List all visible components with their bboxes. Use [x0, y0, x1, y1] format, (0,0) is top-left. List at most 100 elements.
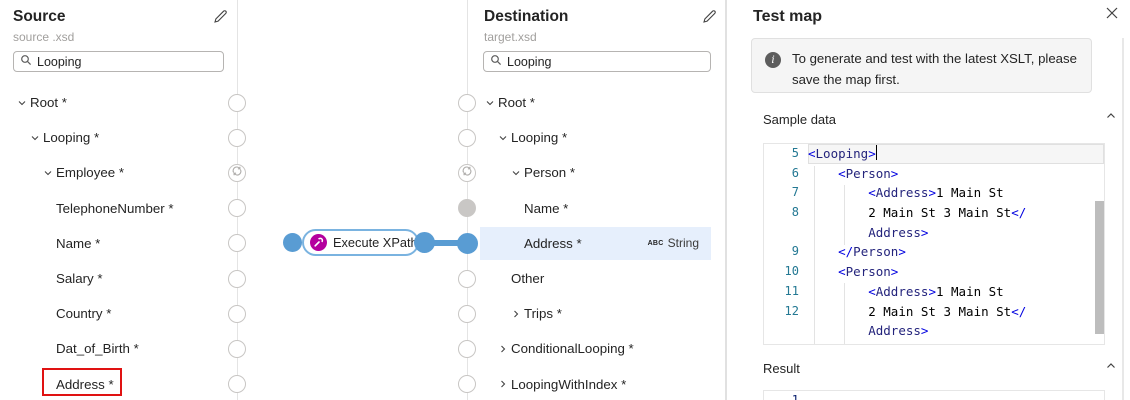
line-number: [764, 321, 808, 341]
destination-connected-node[interactable]: [456, 232, 478, 254]
result-editor[interactable]: 1: [763, 390, 1105, 400]
tree-item-dat-of-birth[interactable]: Dat_of_Birth *: [12, 332, 226, 365]
editor-scrollbar-thumb[interactable]: [1095, 201, 1104, 334]
sample-data-editor[interactable]: 5<Looping>6 <Person>7 <Address>1 Main St…: [763, 143, 1105, 345]
chevron-right-icon[interactable]: [498, 379, 511, 389]
source-connection-point[interactable]: [228, 93, 246, 112]
source-edit-button[interactable]: [211, 10, 229, 28]
result-collapse-button[interactable]: [1103, 360, 1119, 376]
panel-scrollbar[interactable]: [1122, 38, 1124, 400]
panel-divider: [725, 0, 727, 400]
destination-search-box[interactable]: [483, 51, 711, 72]
source-schema-filename: source .xsd: [13, 30, 75, 44]
destination-connection-point[interactable]: [458, 304, 476, 323]
function-input-handle[interactable]: [283, 233, 302, 252]
chevron-down-icon[interactable]: [43, 168, 56, 178]
line-number: 13: [764, 341, 808, 344]
source-connection-point[interactable]: [228, 199, 246, 218]
code-token: [808, 225, 868, 240]
function-output-handle[interactable]: [413, 232, 435, 253]
function-node-label: Execute XPath: [333, 235, 418, 250]
connection-line[interactable]: [424, 240, 468, 246]
chevron-down-icon[interactable]: [17, 98, 30, 108]
chevron-right-icon[interactable]: [498, 344, 511, 354]
source-connection-point[interactable]: [228, 375, 246, 394]
tree-item-label: TelephoneNumber *: [56, 200, 174, 216]
destination-connection-point[interactable]: [458, 375, 476, 394]
chevron-right-icon[interactable]: [511, 309, 524, 319]
tree-item-root[interactable]: Root *: [12, 86, 226, 119]
tree-item-country[interactable]: Country *: [12, 297, 226, 330]
chevron-down-icon[interactable]: [485, 98, 498, 108]
code-token: </: [1011, 303, 1027, 319]
code-line: 2 Main St 3 Main St</: [808, 302, 1104, 322]
source-connection-point[interactable]: [228, 304, 246, 323]
code-row: Address>: [764, 321, 1104, 341]
tree-item-employee[interactable]: Employee *: [12, 156, 226, 189]
destination-inactive-node[interactable]: [458, 199, 476, 218]
destination-edit-button[interactable]: [700, 10, 718, 28]
code-token: <: [808, 146, 816, 161]
destination-connection-point[interactable]: [458, 269, 476, 288]
tree-item-loopingwithindex[interactable]: LoopingWithIndex *: [480, 368, 711, 400]
destination-connection-point[interactable]: [458, 339, 476, 358]
source-connection-point[interactable]: [228, 339, 246, 358]
destination-schema-filename: target.xsd: [484, 30, 537, 44]
code-row: 12 2 Main St 3 Main St</: [764, 302, 1104, 322]
code-token: >: [890, 264, 899, 280]
tree-item-looping[interactable]: Looping *: [12, 121, 226, 154]
destination-connection-point[interactable]: [458, 93, 476, 112]
chevron-down-icon[interactable]: [30, 133, 43, 143]
close-button[interactable]: [1103, 6, 1121, 24]
tree-item-root[interactable]: Root *: [480, 86, 711, 119]
code-token: 1 Main St: [935, 185, 1004, 201]
code-line: </Person>: [808, 242, 1104, 262]
code-token: >: [928, 185, 936, 201]
tree-item-telephonenumber[interactable]: TelephoneNumber *: [12, 192, 226, 225]
destination-loop-connection-point[interactable]: [458, 163, 476, 182]
tree-item-other[interactable]: Other: [480, 262, 711, 295]
tree-item-label: Other: [511, 271, 545, 286]
code-token: >: [920, 224, 929, 240]
source-panel-title: Source: [13, 8, 66, 25]
source-loop-connection-point[interactable]: [228, 163, 246, 182]
chevron-down-icon[interactable]: [498, 133, 511, 143]
tree-item-label: Root *: [30, 95, 67, 110]
sample-data-collapse-button[interactable]: [1103, 110, 1119, 126]
tree-item-salary[interactable]: Salary *: [12, 262, 226, 295]
source-connection-point[interactable]: [228, 269, 246, 288]
data-type-label: String: [667, 236, 699, 251]
code-token: 2 Main St 3 Main St: [868, 205, 1012, 221]
code-token: <: [838, 264, 846, 280]
execute-xpath-function-node[interactable]: Execute XPath: [302, 229, 419, 256]
tree-item-label: Address *: [524, 235, 582, 251]
tree-item-person[interactable]: Person *: [480, 156, 711, 189]
chevron-down-icon[interactable]: [511, 168, 524, 178]
sample-data-label: Sample data: [763, 112, 836, 127]
tree-item-label: Dat_of_Birth *: [56, 341, 139, 357]
tree-item-label: Looping *: [43, 130, 100, 146]
tree-item-address[interactable]: Address *: [12, 368, 226, 400]
code-token: >: [890, 165, 899, 181]
code-line: <Address>1 Main St: [808, 183, 1104, 203]
tree-item-label: Address *: [56, 376, 114, 392]
tree-item-name[interactable]: Name *: [480, 192, 711, 225]
tree-item-trips[interactable]: Trips *: [480, 297, 711, 330]
code-token: 2 Main St 3 Main St: [868, 303, 1012, 319]
tree-item-conditionallooping[interactable]: ConditionalLooping *: [480, 332, 711, 365]
pencil-icon: [213, 9, 228, 29]
source-connection-point[interactable]: [228, 128, 246, 147]
tree-item-looping[interactable]: Looping *: [480, 121, 711, 154]
tree-item-name[interactable]: Name *: [12, 227, 226, 260]
line-number: 7: [791, 185, 799, 200]
code-token: >: [928, 283, 936, 299]
destination-connection-point[interactable]: [458, 128, 476, 147]
destination-search-input[interactable]: [507, 54, 704, 69]
code-line: <Looping>: [808, 144, 1104, 164]
source-search-box[interactable]: [13, 51, 224, 72]
source-search-input[interactable]: [37, 54, 217, 69]
info-message-box: i To generate and test with the latest X…: [751, 38, 1092, 93]
source-connection-point[interactable]: [228, 234, 246, 253]
code-row: 5<Looping>: [764, 144, 1104, 164]
